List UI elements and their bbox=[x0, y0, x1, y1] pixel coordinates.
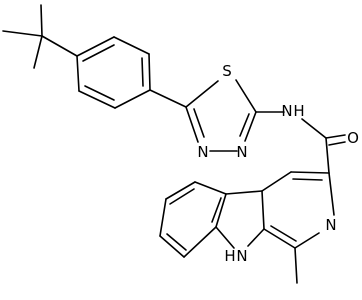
atom-thiadiazole-n-left: N bbox=[197, 143, 208, 161]
bond-pyridine-c1-n2 bbox=[294, 232, 320, 249]
bond-benzo-c4b-c5 bbox=[194, 181, 227, 195]
bond-pyrrole-n9-c9a bbox=[247, 228, 265, 247]
bond-benzo-c5-c6-inner bbox=[169, 188, 195, 205]
bond-benzene-3 bbox=[148, 53, 151, 91]
bond-methyl bbox=[294, 247, 298, 284]
bond-carbonyl-double-inner bbox=[328, 141, 346, 146]
bond-thiadiazole-c5-s bbox=[185, 80, 219, 108]
atom-indole-n: N bbox=[236, 247, 247, 265]
bond-pyridine-c4-c4a bbox=[261, 171, 292, 192]
bond-benzo-c8a-c4b-inner bbox=[211, 197, 222, 223]
bond-benzene-3-inner bbox=[141, 57, 144, 87]
bond-thiadiazole-c2-n bbox=[244, 111, 257, 142]
bond-tbutyl-methyl-left bbox=[2, 30, 43, 37]
bond-thiadiazole-n-c5-inner bbox=[193, 108, 205, 138]
bond-benzo-c5-c6 bbox=[165, 181, 196, 200]
atom-sulfur: S bbox=[222, 62, 232, 80]
bond-benzene-5 bbox=[78, 90, 116, 109]
bond-benzo-c8-c8a bbox=[183, 226, 217, 258]
bond-tbutyl-to-ring bbox=[41, 35, 78, 57]
bond-pyridine-c4a-c9a bbox=[261, 190, 265, 230]
atom-amide-h: H bbox=[293, 102, 304, 120]
atom-pyridine-n: N bbox=[325, 216, 336, 234]
bond-carbonyl-to-ring bbox=[325, 137, 330, 174]
atom-thiadiazole-n-right: N bbox=[236, 143, 247, 161]
bond-carbonyl-double bbox=[325, 134, 346, 139]
bond-benzene-1 bbox=[76, 36, 115, 57]
bond-pyridine-c9a-c1 bbox=[263, 228, 296, 249]
bond-benzene-5-inner bbox=[84, 85, 115, 101]
bond-nh-to-carbonyl bbox=[301, 118, 327, 139]
atom-carbonyl-oxygen: O bbox=[347, 129, 359, 147]
bond-thiadiazole-c2-n-inner bbox=[239, 113, 250, 137]
bond-pyrrole-c4b-c8a bbox=[215, 193, 227, 228]
bond-pyridine-c9a-c1-inner bbox=[270, 225, 297, 242]
bonds bbox=[2, 4, 346, 284]
bond-benzene-2 bbox=[113, 36, 150, 55]
bond-thiadiazole-s-c2 bbox=[235, 79, 257, 113]
bond-tbutyl-methyl-bottom bbox=[33, 35, 43, 69]
bond-pyrrole-c4a-c4b bbox=[225, 190, 263, 195]
bond-benzene-4 bbox=[114, 89, 151, 109]
atom-indole-h: H bbox=[224, 247, 235, 265]
bond-pyridine-n2-c3 bbox=[328, 172, 335, 216]
bond-thiadiazole-n-c5 bbox=[185, 106, 199, 143]
bond-benzene-to-thiadiazole bbox=[149, 89, 187, 108]
bond-pyrrole-c8a-n9 bbox=[215, 226, 235, 249]
bond-benzo-c6-c7 bbox=[159, 198, 167, 237]
atom-labels: S N N N H O N N H bbox=[197, 62, 359, 265]
bond-tbutyl-methyl-top bbox=[40, 4, 43, 37]
bond-pyridine-c3-c4-inner bbox=[292, 178, 323, 181]
bond-benzo-c7-c8-inner bbox=[166, 233, 187, 251]
bond-benzo-c7-c8 bbox=[159, 235, 185, 258]
bond-pyridine-c3-c4 bbox=[290, 171, 330, 174]
bond-benzene-6 bbox=[76, 55, 80, 92]
atom-amide-n: N bbox=[281, 102, 292, 120]
bond-benzene-1-inner bbox=[82, 44, 115, 62]
